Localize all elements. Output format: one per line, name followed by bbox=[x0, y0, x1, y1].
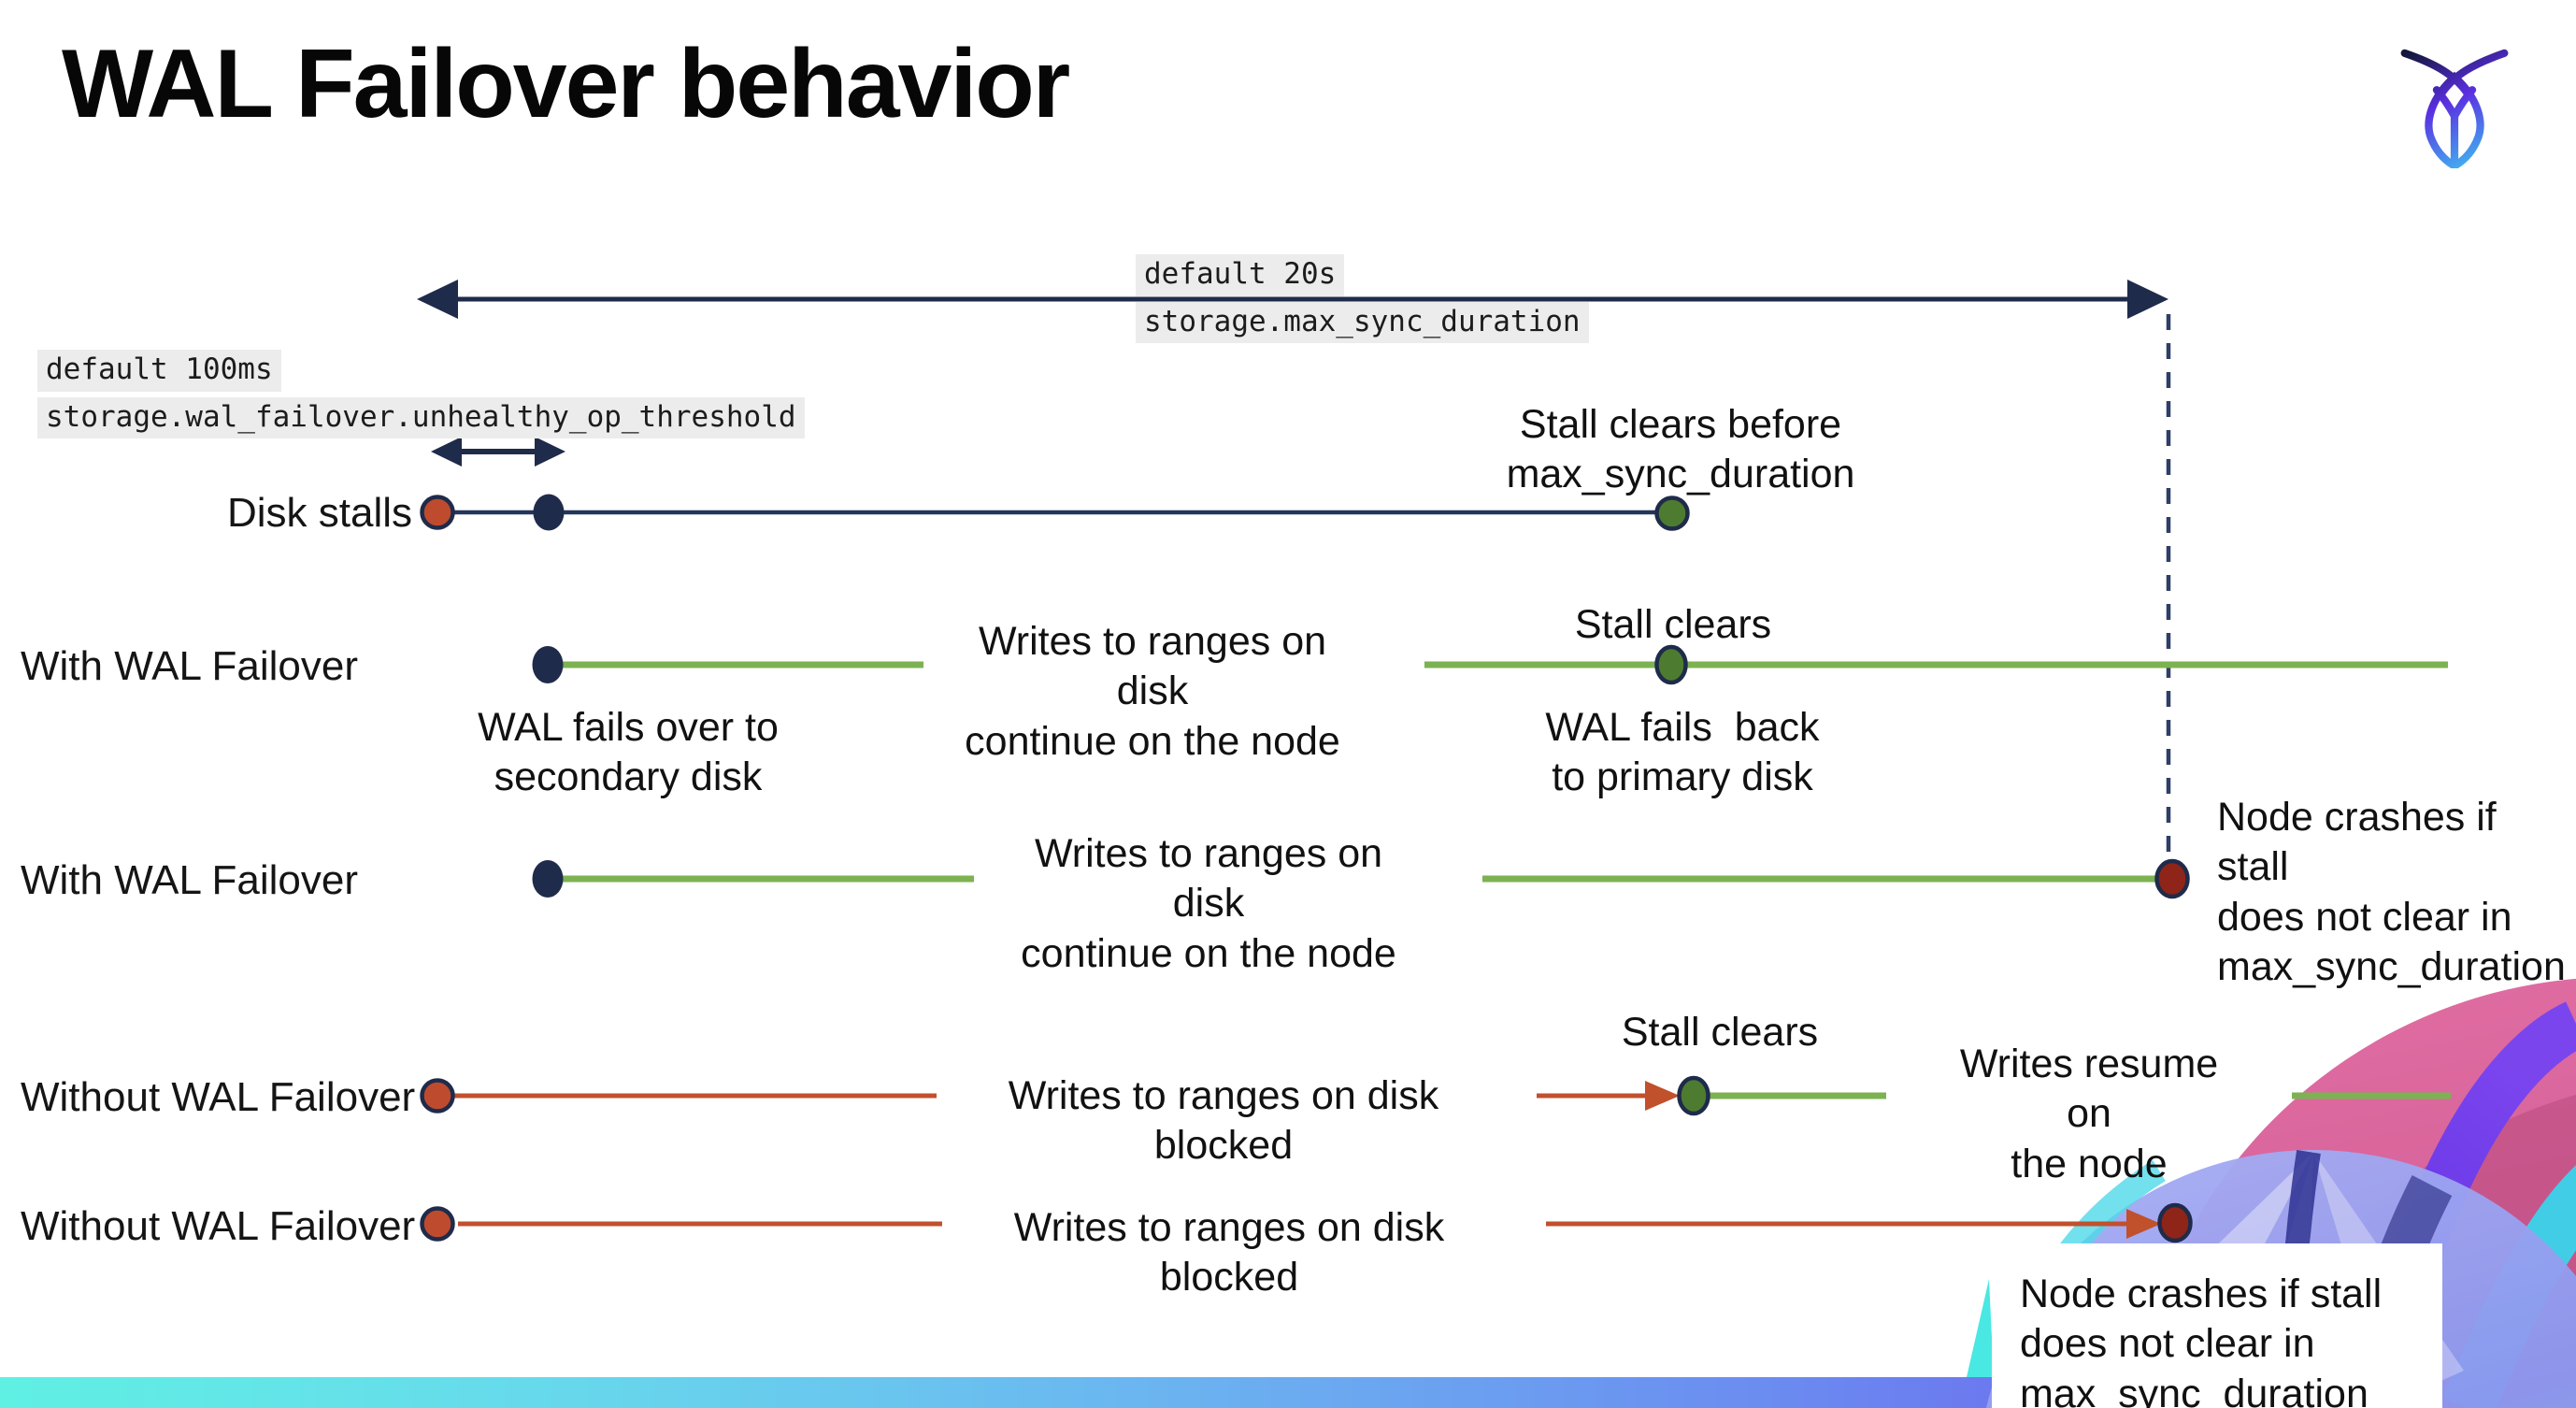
wal-fails-back-note: WAL fails back to primary disk bbox=[1545, 705, 1820, 800]
unhealthy-op-threshold-setting-label: default 100ms storage.wal_failover.unhea… bbox=[37, 350, 805, 439]
node-crashes-note-row3: Node crashes if stall does not clear in … bbox=[2217, 795, 2566, 989]
row-label-without-wal-2: Without WAL Failover bbox=[21, 1203, 416, 1249]
page-title: WAL Failover behavior bbox=[62, 30, 1070, 138]
unhealthy-op-setting-name: storage.wal_failover.unhealthy_op_thresh… bbox=[37, 396, 805, 439]
stall-clears-before-note: Stall clears before max_sync_duration bbox=[1506, 402, 1855, 497]
wal-fails-over-note: WAL fails over to secondary disk bbox=[478, 705, 779, 800]
writes-continue-note-row3: Writes to ranges on disk continue on the… bbox=[1021, 831, 1396, 976]
row-label-without-wal-1: Without WAL Failover bbox=[21, 1074, 416, 1120]
row-label-disk-stalls: Disk stalls bbox=[227, 490, 413, 536]
writes-resume-note: Writes resume on the node bbox=[1959, 1042, 2219, 1186]
stall-clears-note-row2: Stall clears bbox=[1574, 602, 1772, 647]
stall-clears-note-row4: Stall clears bbox=[1621, 1010, 1819, 1055]
row-label-with-wal-2: With WAL Failover bbox=[21, 857, 359, 903]
writes-continue-note-row2: Writes to ranges on disk continue on the… bbox=[965, 619, 1340, 764]
writes-blocked-note-row4: Writes to ranges on disk blocked bbox=[1008, 1073, 1462, 1169]
node-crash-note-box: Node crashes if stall does not clear in … bbox=[1992, 1243, 2442, 1408]
writes-blocked-note-row5: Writes to ranges on disk blocked bbox=[1013, 1205, 1467, 1300]
node-crashes-note-bottom: Node crashes if stall does not clear in … bbox=[2020, 1272, 2383, 1408]
unhealthy-op-default-value: default 100ms bbox=[37, 350, 281, 392]
max-sync-duration-setting-label: default 20s storage.max_sync_duration bbox=[1136, 254, 1589, 344]
max-sync-setting-name: storage.max_sync_duration bbox=[1136, 301, 1589, 344]
max-sync-default-value: default 20s bbox=[1136, 254, 1345, 296]
row-label-with-wal-1: With WAL Failover bbox=[21, 643, 359, 689]
cockroachdb-logo-icon bbox=[2400, 49, 2509, 168]
